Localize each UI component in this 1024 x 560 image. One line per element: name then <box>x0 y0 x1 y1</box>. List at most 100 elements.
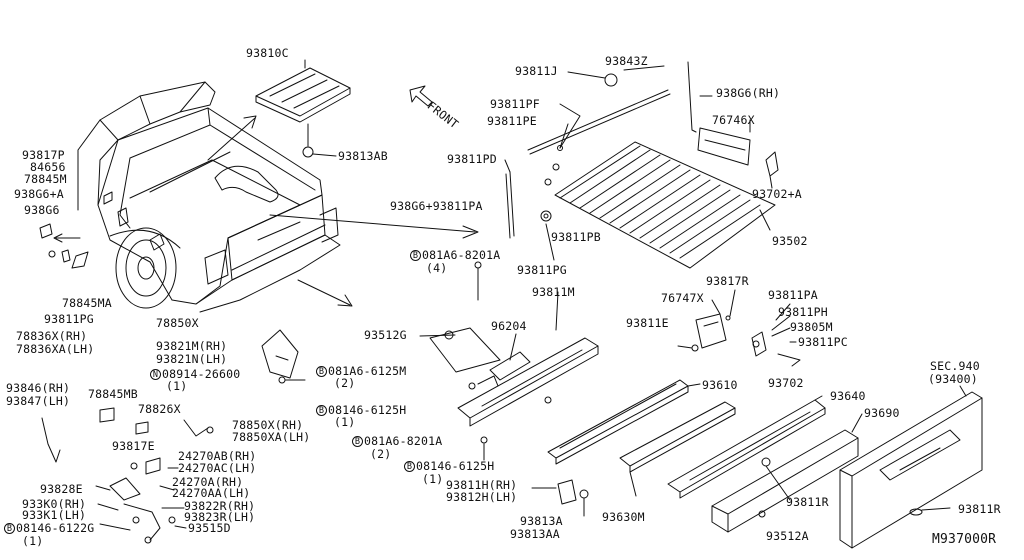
label-938g6-rh: 938G6(RH) <box>716 86 781 100</box>
label-24270aa: 24270AA(LH) <box>172 486 251 500</box>
label-93811pe: 93811PE <box>487 114 537 128</box>
label-93610: 93610 <box>702 378 738 392</box>
label-938g6-93811pa: 938G6+93811PA <box>390 199 483 213</box>
label-93811pa: 93811PA <box>768 288 818 302</box>
label-qty-4: (4) <box>426 261 448 275</box>
label-93846: 93846(RH) <box>6 381 71 395</box>
label-933k0: 933K0(RH) <box>22 497 87 511</box>
label-93822r: 93822R(RH) <box>184 499 256 513</box>
label-78850x-rh: 78850X(RH) <box>232 418 304 432</box>
truck-illustration <box>39 81 341 313</box>
label-93812h: 93812H(LH) <box>446 490 518 504</box>
label-93502: 93502 <box>772 234 808 248</box>
label-93702a: 93702+A <box>752 187 802 201</box>
label-93515d: 93515D <box>188 521 231 535</box>
label-93811pf: 93811PF <box>490 97 540 111</box>
label-93805m: 93805M <box>790 320 833 334</box>
label-933k1: 933K1(LH) <box>22 508 87 522</box>
label-93512g: 93512G <box>364 328 407 342</box>
part-93610-rail <box>547 379 701 465</box>
label-93828e: 93828E <box>40 482 83 496</box>
label-qty-1b: (1) <box>334 415 356 429</box>
part-93630m-rail <box>619 401 736 497</box>
label-93811h: 93811H(RH) <box>446 478 518 492</box>
label-08914-26600-text: 08914-26600 <box>162 367 241 381</box>
label-93821m: 93821M(RH) <box>156 339 228 353</box>
label-08146-6122g-text: 08146-6122G <box>16 521 95 535</box>
label-76747x: 76747X <box>661 291 704 305</box>
part-93690-panel <box>711 413 863 533</box>
label-93400: (93400) <box>928 372 978 386</box>
label-78826x: 78826X <box>138 402 181 416</box>
label-08146-6125h-a-text: 08146-6125H <box>328 403 407 417</box>
bolt-b-symbol: B <box>410 250 421 261</box>
label-78845ma: 78845MA <box>62 296 112 310</box>
label-qty-2b: (2) <box>370 447 392 461</box>
label-93630m: 93630M <box>602 510 645 524</box>
bolt-b-symbol: B <box>404 461 415 472</box>
part-93502-bed-floor <box>504 61 779 269</box>
bolt-b-symbol: B <box>316 405 327 416</box>
label-93810c: 93810C <box>246 46 289 60</box>
label-081a6-8201a-bot-text: 081A6-8201A <box>364 434 443 448</box>
part-tailgate-sec940 <box>839 385 983 549</box>
part-93810c <box>255 59 351 158</box>
label-84656: 84656 <box>30 160 66 174</box>
label-93811pg-mid: 93811PG <box>517 263 567 277</box>
label-24270ac: 24270AC(LH) <box>178 461 257 475</box>
label-93811pd: 93811PD <box>447 152 497 166</box>
label-93813ab: 93813AB <box>338 149 388 163</box>
label-938g6: 938G6 <box>24 203 60 217</box>
label-93690: 93690 <box>864 406 900 420</box>
label-sec940: SEC.940 <box>930 359 980 373</box>
label-78850xa-lh: 78850XA(LH) <box>232 430 311 444</box>
part-93821m-bracket <box>261 329 306 384</box>
label-081a6-6125m-text: 081A6-6125M <box>328 364 407 378</box>
label-081a6-8201a-top-text: 081A6-8201A <box>422 248 501 262</box>
label-93811ph: 93811PH <box>778 305 828 319</box>
callout-arrows <box>53 115 479 307</box>
label-93817r: 93817R <box>706 274 749 288</box>
label-93813a: 93813A <box>520 514 563 528</box>
part-76747x-cluster <box>677 289 801 367</box>
label-93512a: 93512A <box>766 529 809 543</box>
label-08146-6125h-b-text: 08146-6125H <box>416 459 495 473</box>
label-93847: 93847(LH) <box>6 394 71 408</box>
label-93813aa: 93813AA <box>510 527 560 541</box>
part-93811m-crossmember <box>419 261 599 461</box>
label-93843z: 93843Z <box>605 54 648 68</box>
label-78836x: 78836X(RH) <box>16 329 88 343</box>
label-93811pg-left: 93811PG <box>44 312 94 326</box>
label-96204: 96204 <box>491 319 527 333</box>
label-93823r: 93823R(LH) <box>184 510 256 524</box>
label-78836xa: 78836XA(LH) <box>16 342 95 356</box>
label-24270a: 24270A(RH) <box>172 475 244 489</box>
label-93811r-a: 93811R <box>786 495 829 509</box>
small-parts-lower-left <box>41 407 214 544</box>
label-93817e: 93817E <box>112 439 155 453</box>
bolt-b-symbol: B <box>316 366 327 377</box>
label-78845m: 78845M <box>24 172 67 186</box>
label-24270ab: 24270AB(RH) <box>178 449 257 463</box>
label-qty-1c: (1) <box>422 472 444 486</box>
label-93811j: 93811J <box>515 64 558 78</box>
bolt-b-symbol: B <box>352 436 363 447</box>
label-93821n: 93821N(LH) <box>156 352 228 366</box>
label-76746x: 76746X <box>712 113 755 127</box>
catalog-code: M937000R <box>932 532 997 547</box>
label-93811pc: 93811PC <box>798 335 848 349</box>
label-93811e: 93811E <box>626 316 669 330</box>
label-78845mb: 78845MB <box>88 387 138 401</box>
label-93817p: 93817P <box>22 148 65 162</box>
label-93811r-b: 93811R <box>958 502 1001 516</box>
label-qty-1a: (1) <box>166 379 188 393</box>
label-qty-1d: (1) <box>22 534 44 548</box>
label-938g6a: 938G6+A <box>14 187 64 201</box>
